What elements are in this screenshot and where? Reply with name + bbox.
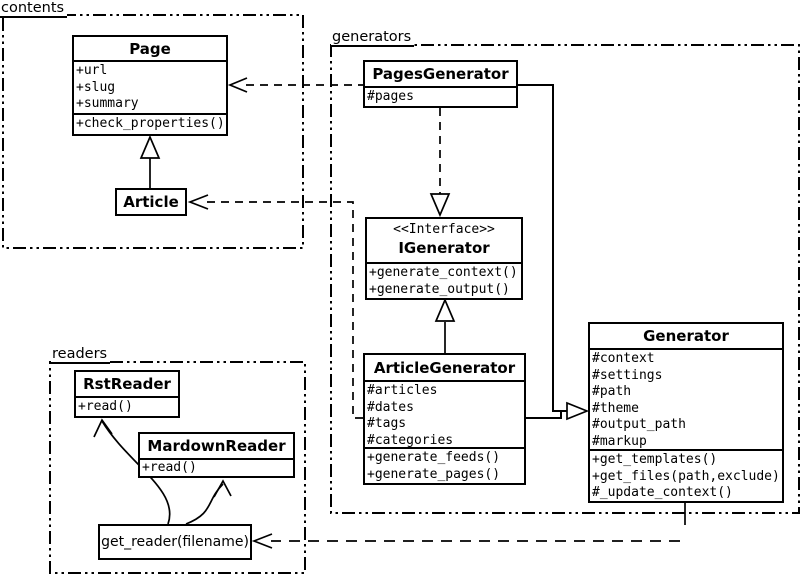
class-article-title: Article xyxy=(123,193,179,211)
attribute-row: +summary xyxy=(76,96,139,111)
package-label-contents: contents xyxy=(0,0,68,18)
class-generator-attributes: #context #settings #path #theme #output_… xyxy=(590,348,782,449)
class-page: Page +url +slug +summary +check_properti… xyxy=(72,35,228,136)
attribute-row: +slug xyxy=(76,79,116,95)
class-rstreader-methods: +read() xyxy=(76,396,178,416)
class-igenerator-stereotype: <<Interface>> xyxy=(393,222,495,237)
attribute-row: #path xyxy=(592,384,632,399)
generalization-triangle-igenerator xyxy=(434,297,456,322)
open-arrowhead-mardownreader xyxy=(213,479,232,498)
method-row: +read() xyxy=(78,399,133,414)
class-articlegenerator-methods: +generate_feeds() +generate_pages() xyxy=(365,447,524,483)
attribute-row: #dates xyxy=(367,399,414,415)
attribute-row: #context xyxy=(592,351,655,366)
package-border-generators xyxy=(330,44,800,514)
class-igenerator-header: <<Interface>> IGenerator xyxy=(367,219,521,262)
attribute-row: #theme xyxy=(592,400,639,416)
method-row: +get_files(path,exclude) xyxy=(592,468,780,484)
method-row: +check_properties() xyxy=(76,116,225,131)
class-rstreader: RstReader +read() xyxy=(74,370,180,418)
class-mardownreader-methods: +read() xyxy=(140,458,293,476)
open-arrowhead-rstreader xyxy=(93,418,113,438)
method-row: +generate_feeds() xyxy=(367,450,501,465)
package-label-generators: generators xyxy=(331,29,415,47)
class-igenerator-methods: +generate_context() +generate_output() xyxy=(367,262,521,298)
attribute-row: #markup xyxy=(592,433,647,449)
class-pagesgenerator-attributes: #pages xyxy=(365,86,516,106)
attribute-row: +url xyxy=(76,63,108,78)
open-arrowhead-getreader xyxy=(251,533,273,549)
method-row: +generate_pages() xyxy=(367,466,501,482)
attribute-row: #categories xyxy=(367,432,454,448)
generalization-triangle-page xyxy=(139,134,161,159)
class-igenerator: <<Interface>> IGenerator +generate_conte… xyxy=(365,217,523,300)
method-row: +get_templates() xyxy=(592,452,718,467)
class-page-methods: +check_properties() xyxy=(74,113,226,134)
class-page-title: Page xyxy=(129,39,171,58)
attribute-row: #articles xyxy=(367,383,438,398)
edge-articlegenerator-to-article xyxy=(207,201,363,419)
method-row: +generate_output() xyxy=(369,281,510,297)
class-generator-title: Generator xyxy=(643,327,729,345)
class-mardownreader: MardownReader +read() xyxy=(138,432,295,478)
package-border-readers xyxy=(49,361,306,574)
open-arrowhead-page xyxy=(227,77,248,93)
attribute-row: #output_path xyxy=(592,417,686,432)
class-articlegenerator-attributes: #articles #dates #tags #categories xyxy=(365,380,524,447)
attribute-row: #tags xyxy=(367,416,407,431)
class-page-attributes: +url +slug +summary xyxy=(74,60,226,113)
method-row: +generate_context() xyxy=(369,265,518,280)
class-mardownreader-title: MardownReader xyxy=(147,437,286,455)
class-articlegenerator-title: ArticleGenerator xyxy=(373,358,516,377)
class-articlegenerator: ArticleGenerator #articles #dates #tags … xyxy=(363,353,526,485)
package-label-readers: readers xyxy=(51,346,111,364)
open-arrowhead-article xyxy=(187,194,209,210)
package-border-contents xyxy=(2,14,304,249)
class-rstreader-title: RstReader xyxy=(83,375,171,393)
generalization-triangle-generator xyxy=(566,401,590,421)
realization-triangle-igenerator xyxy=(429,193,451,218)
edge-articlegenerator-to-generator xyxy=(526,411,562,419)
method-row: +read() xyxy=(142,460,197,475)
class-pagesgenerator-title: PagesGenerator xyxy=(372,65,509,83)
class-igenerator-title: IGenerator xyxy=(398,239,490,257)
attribute-row: #pages xyxy=(367,89,414,104)
class-generator-methods: +get_templates() +get_files(path,exclude… xyxy=(590,449,782,501)
attribute-row: #settings xyxy=(592,367,663,383)
get-reader-node: get_reader(filename) xyxy=(98,524,252,560)
class-pagesgenerator: PagesGenerator #pages xyxy=(363,60,518,108)
method-row: #_update_context() xyxy=(592,485,733,500)
class-generator: Generator #context #settings #path #them… xyxy=(588,322,784,503)
class-article: Article xyxy=(115,188,187,216)
